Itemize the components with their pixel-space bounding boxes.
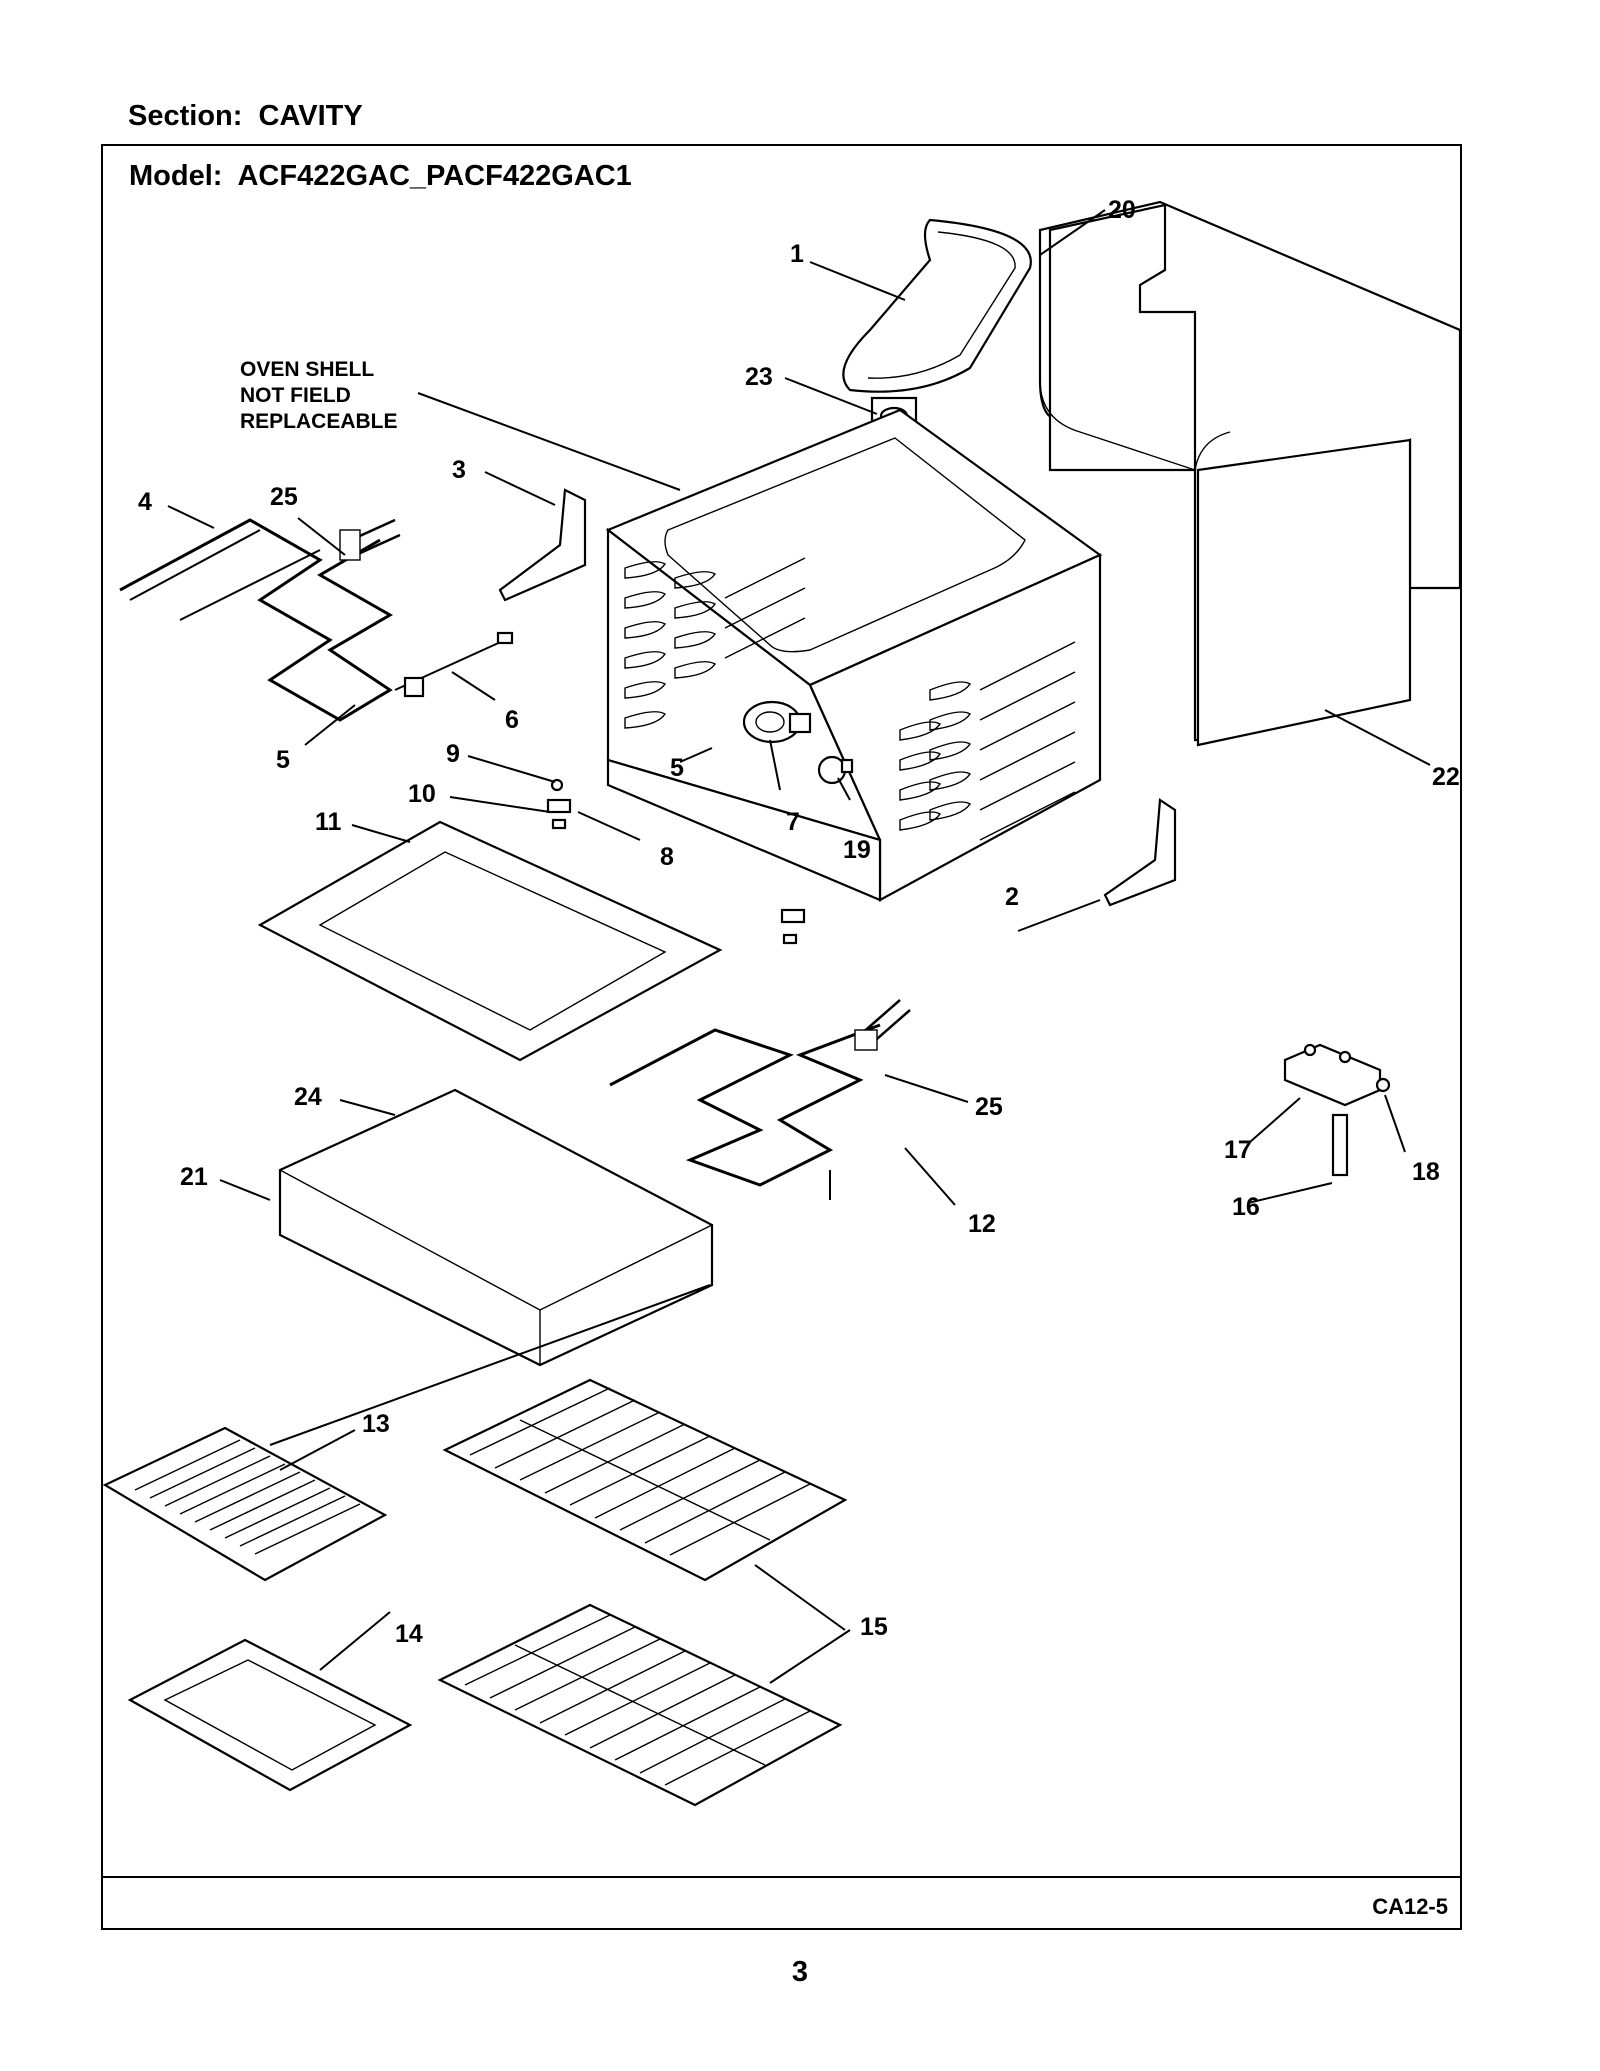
diagram-frame: Model: ACF422GAC_PACF422GAC1 CA12-5 xyxy=(101,144,1462,1930)
callout-25a: 25 xyxy=(270,483,298,511)
callout-7: 7 xyxy=(786,808,800,836)
footer-divider xyxy=(103,1876,1460,1878)
broil-pan xyxy=(127,1638,413,1792)
hinge-receptacle xyxy=(546,778,806,945)
callout-10: 10 xyxy=(408,780,436,808)
callout-18: 18 xyxy=(1412,1158,1440,1186)
note-line-2: NOT FIELD xyxy=(240,384,351,407)
callout-2: 2 xyxy=(1005,883,1019,911)
callout-8: 8 xyxy=(660,843,674,871)
page-number: 3 xyxy=(791,1956,809,1988)
callout-9: 9 xyxy=(446,740,460,768)
callout-25b: 25 xyxy=(975,1093,1003,1121)
temperature-sensor xyxy=(394,631,514,698)
insulation-blanket xyxy=(1038,200,1462,747)
callout-15: 15 xyxy=(860,1613,888,1641)
callout-14: 14 xyxy=(395,1620,423,1648)
oven-shell-note: OVEN SHELL NOT FIELD REPLACEABLE xyxy=(240,358,398,433)
broil-pan-insert xyxy=(102,1426,388,1582)
oven-bottom-panel xyxy=(257,820,723,1062)
broil-element xyxy=(609,999,911,1200)
callout-24: 24 xyxy=(294,1083,322,1111)
callout-11: 11 xyxy=(315,808,342,836)
drawing-code: CA12-5 xyxy=(1372,1894,1448,1919)
leader-lines xyxy=(167,209,1431,1684)
oven-light xyxy=(817,755,854,785)
callout-19: 19 xyxy=(843,836,871,864)
callout-21: 21 xyxy=(180,1163,208,1191)
oven-rack-lower xyxy=(437,1603,843,1807)
section-title: Section: CAVITY xyxy=(128,100,363,132)
bake-element xyxy=(119,518,401,722)
oven-shell xyxy=(605,408,1103,902)
bracket-2 xyxy=(1103,798,1177,907)
bracket-3 xyxy=(498,488,587,602)
callout-12: 12 xyxy=(968,1210,996,1238)
callout-6: 6 xyxy=(505,706,519,734)
callout-20: 20 xyxy=(1108,196,1136,224)
callout-4: 4 xyxy=(138,488,152,516)
convection-fan-motor xyxy=(742,700,812,744)
terminal-block xyxy=(1283,1043,1391,1177)
callout-16: 16 xyxy=(1232,1193,1260,1221)
callout-3: 3 xyxy=(452,456,466,484)
callout-1: 1 xyxy=(790,240,804,268)
oven-rack-upper xyxy=(442,1378,848,1582)
callout-17: 17 xyxy=(1224,1136,1252,1164)
callout-13: 13 xyxy=(362,1410,390,1438)
model-title: Model: ACF422GAC_PACF422GAC1 xyxy=(129,160,632,192)
callout-5a: 5 xyxy=(276,746,290,774)
oven-bottom-insulation xyxy=(278,1088,714,1367)
note-line-3: REPLACEABLE xyxy=(240,410,398,433)
callout-5b: 5 xyxy=(670,754,684,782)
callout-23: 23 xyxy=(745,363,773,391)
callout-labels: 1 2 3 4 5 5 6 7 8 9 10 11 12 13 14 15 16… xyxy=(138,196,1460,1648)
callout-22: 22 xyxy=(1432,763,1460,791)
note-line-1: OVEN SHELL xyxy=(240,358,374,381)
